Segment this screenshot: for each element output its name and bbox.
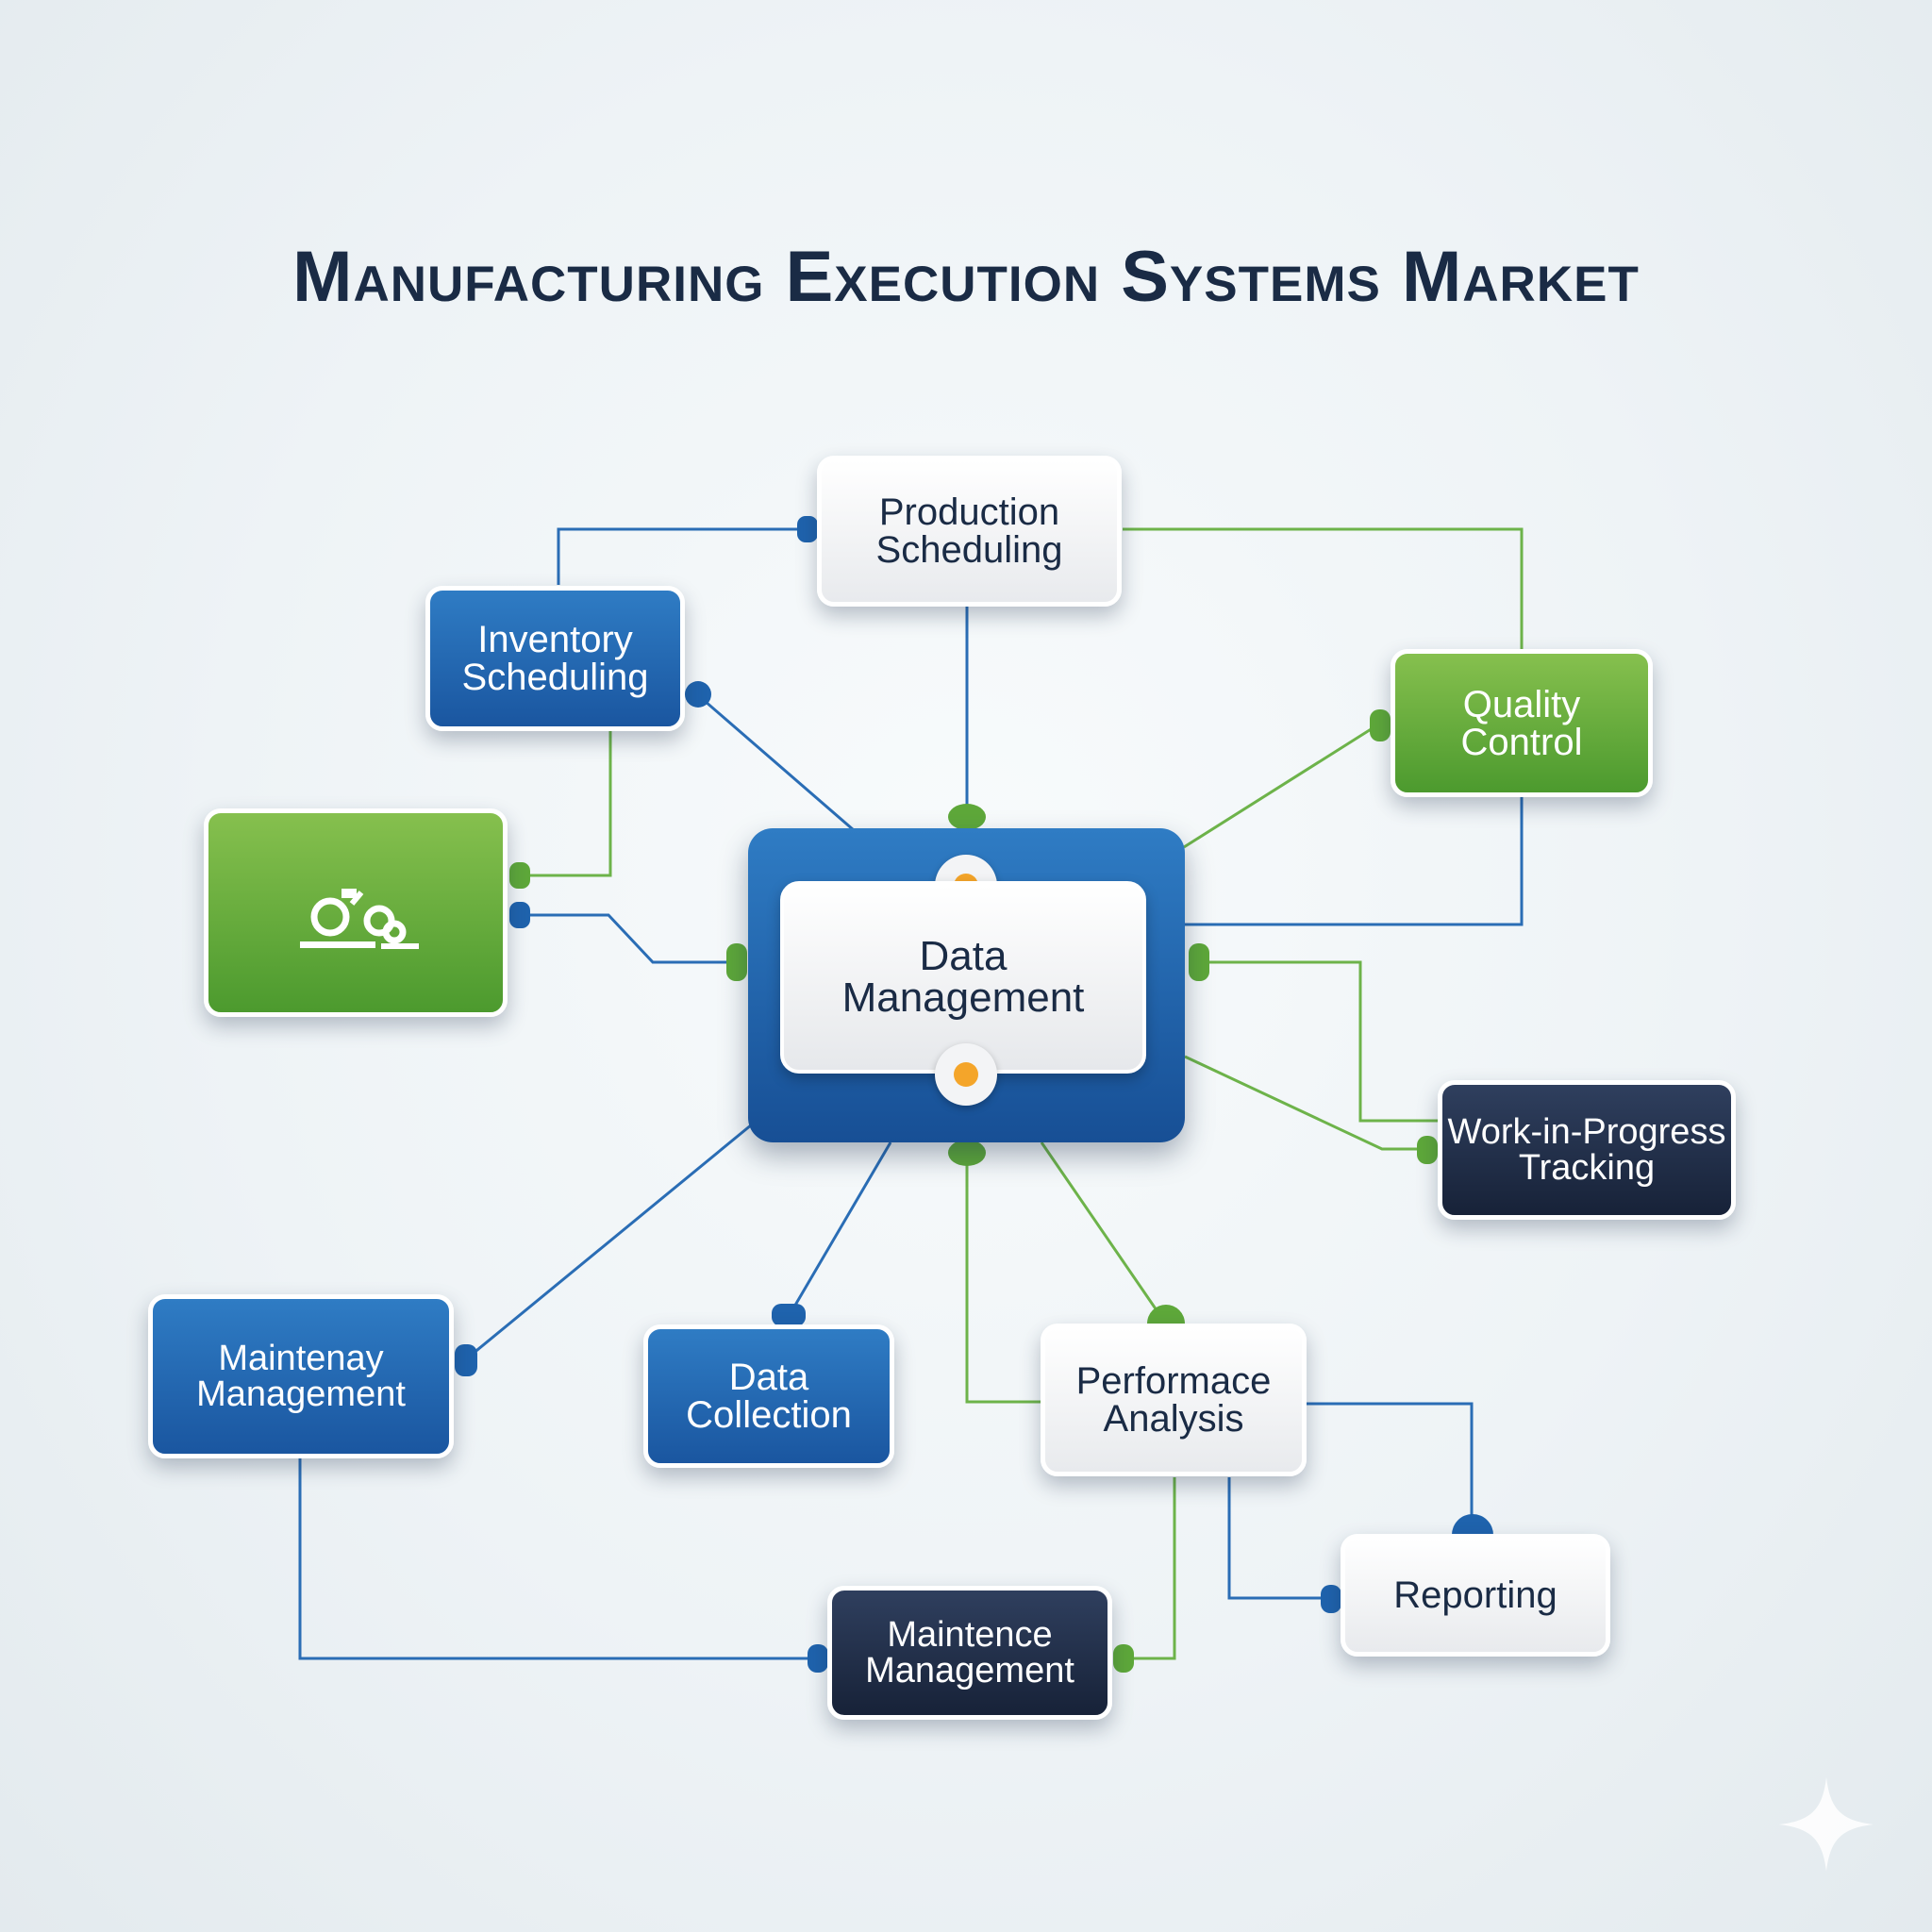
node-label: Quality Control <box>1460 683 1583 763</box>
connector-dot <box>808 1644 828 1673</box>
wire-hub-to-performance <box>1040 1141 1167 1324</box>
wire-performance-to-reporting-left <box>1227 1477 1330 1600</box>
connector-dot <box>948 804 986 830</box>
connector-dot <box>509 862 530 889</box>
connector-dot <box>1113 1644 1134 1673</box>
wire-production-to-inventory <box>557 527 807 585</box>
connector-dot <box>685 681 711 708</box>
node-performace-analysis[interactable]: Performace Analysis <box>1041 1324 1307 1476</box>
wire-inventory-to-hub <box>697 693 855 832</box>
connector-dot <box>509 902 530 928</box>
wire-hub-to-wip-lower <box>1184 1055 1429 1151</box>
hub-bottom-knob <box>935 1043 997 1106</box>
wire-hub-down-to-performance <box>965 1153 1041 1404</box>
node-label: Data Collection <box>686 1357 852 1436</box>
connector-dot <box>1370 709 1391 741</box>
connector-dot <box>797 516 818 542</box>
page-title: Manufacturing Execution Systems Market <box>292 237 1640 317</box>
connector-dot <box>948 1140 986 1166</box>
connector-dot <box>1321 1585 1341 1613</box>
hub-label-panel: Data Management <box>780 881 1146 1074</box>
wire-icon-to-hub <box>520 913 733 964</box>
node-label: Production Scheduling <box>875 491 1063 571</box>
node-label: Reporting <box>1393 1574 1557 1616</box>
hub-data-management[interactable]: Data Management <box>748 828 1185 1142</box>
connector-dot <box>455 1344 477 1376</box>
node-label: Performace Analysis <box>1075 1360 1272 1440</box>
node-quality-control[interactable]: Quality Control <box>1391 649 1653 797</box>
wire-production-to-quality <box>1123 527 1524 651</box>
node-maintenay-management[interactable]: Maintenay Management <box>148 1294 454 1458</box>
node-production-scheduling[interactable]: Production Scheduling <box>817 456 1122 607</box>
node-machinery[interactable] <box>204 808 508 1017</box>
node-reporting[interactable]: Reporting <box>1341 1534 1610 1657</box>
node-work-in-progress-tracking[interactable]: Work-in-Progress Tracking <box>1438 1080 1736 1220</box>
wire-hub-to-maintenay <box>466 1123 753 1360</box>
node-label: Work-in-Progress Tracking <box>1447 1112 1726 1188</box>
wire-maintenay-to-maintence <box>298 1458 817 1660</box>
connector-dot <box>726 943 747 981</box>
wire-quality-down-to-hub <box>1185 797 1524 926</box>
wire-performance-to-maintence <box>1113 1477 1176 1660</box>
node-maintence-management[interactable]: Maintence Management <box>827 1586 1112 1720</box>
machinery-icon <box>300 889 419 949</box>
wire-inventory-to-icon <box>520 731 612 877</box>
wire-quality-to-hub <box>1183 724 1376 849</box>
node-data-collection[interactable]: Data Collection <box>643 1324 894 1468</box>
wire-performance-to-reporting-top <box>1306 1402 1474 1536</box>
node-label: Maintence Management <box>865 1615 1074 1690</box>
node-label: Inventory Scheduling <box>461 619 649 698</box>
node-label: Maintenay Management <box>196 1339 406 1414</box>
connector-dot <box>1417 1136 1438 1164</box>
connector-dot <box>1189 943 1209 981</box>
connector-dot <box>772 1304 806 1326</box>
sparkle-icon <box>1779 1777 1874 1872</box>
wire-hub-to-datacollection <box>789 1141 892 1314</box>
wire-hub-to-wip-upper <box>1198 960 1439 1123</box>
hub-label: Data Management <box>841 933 1085 1021</box>
node-inventory-scheduling[interactable]: Inventory Scheduling <box>425 586 685 731</box>
